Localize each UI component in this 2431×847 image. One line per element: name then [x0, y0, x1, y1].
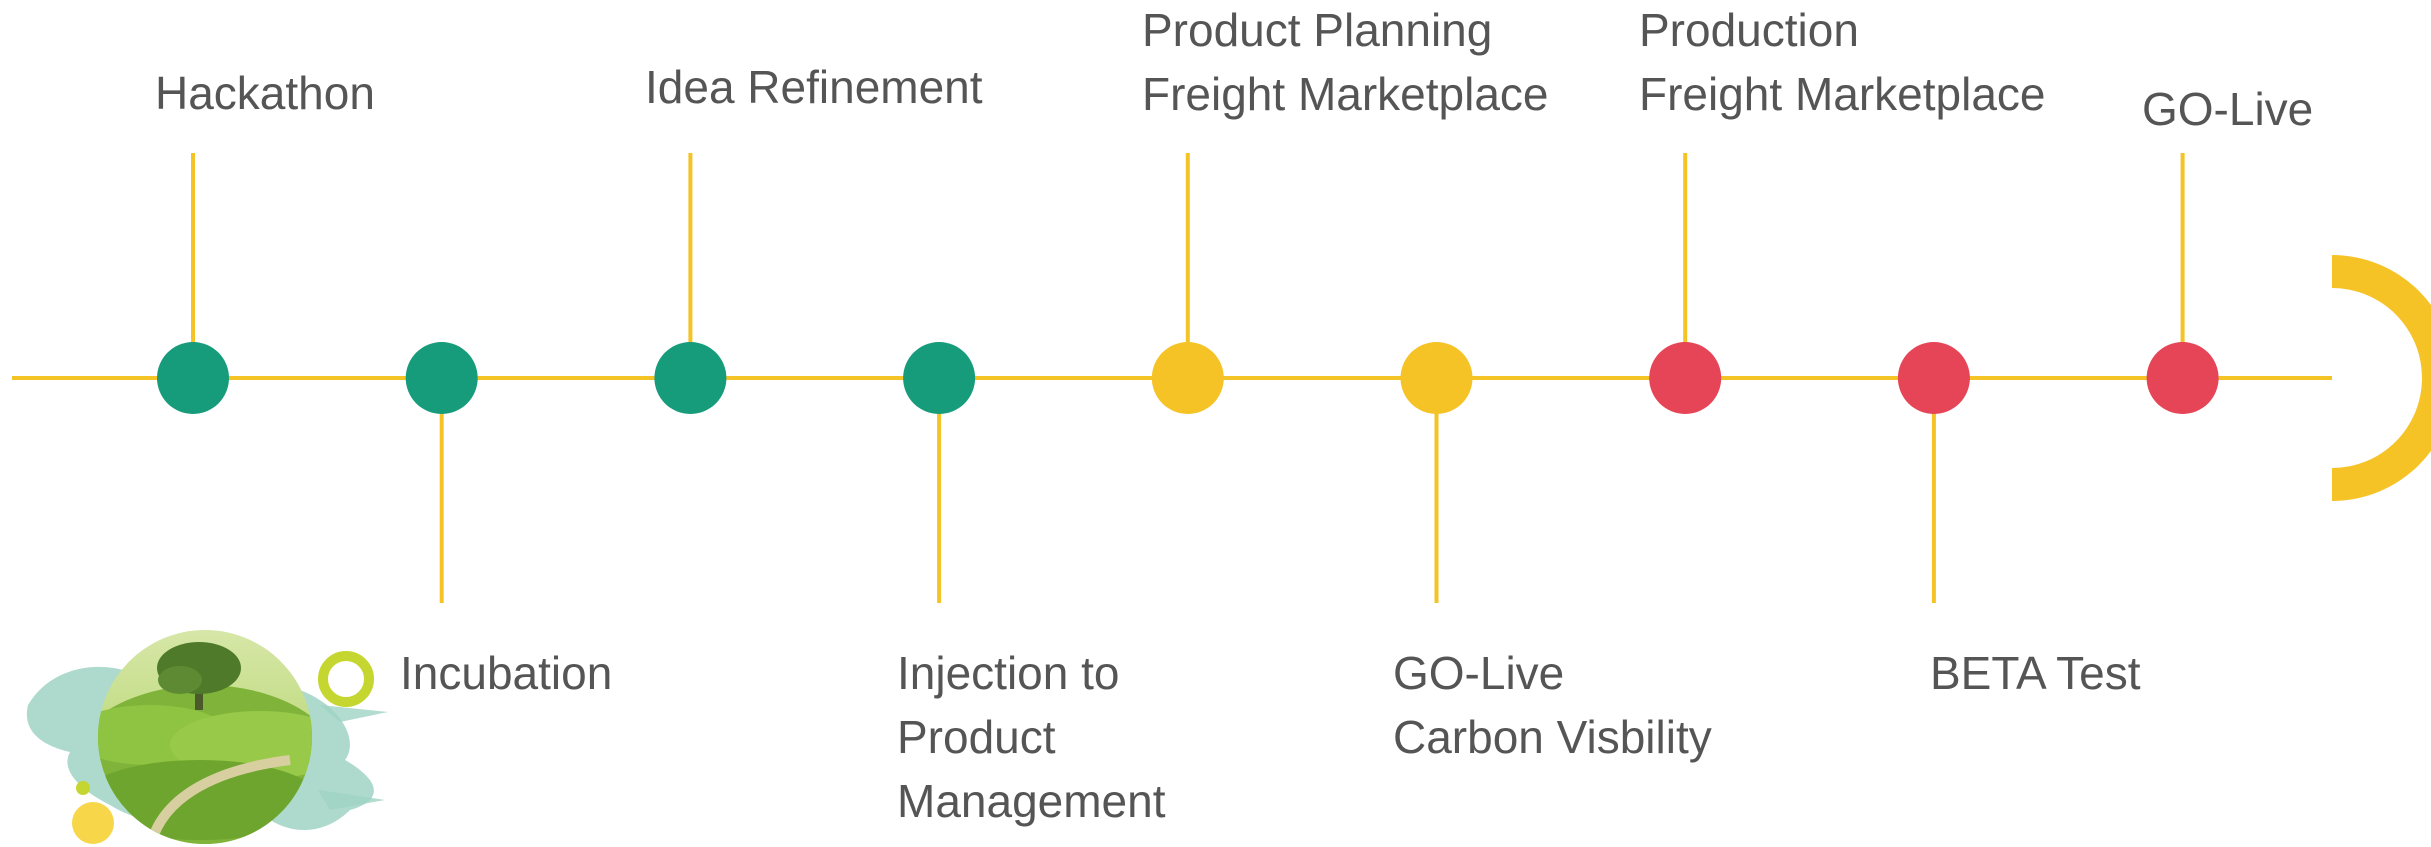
milestone-dot-beta-test [1897, 342, 1970, 414]
milestone-label-incubation: Incubation [400, 641, 612, 705]
milestone-label-line: Product [897, 711, 1056, 763]
small-dot-icon [76, 781, 90, 795]
milestone-label-beta-test: BETA Test [1930, 641, 2141, 705]
milestone-label-line: Incubation [400, 647, 613, 699]
milestone-label-line: Management [897, 775, 1166, 827]
milestone-label-line: Injection to [897, 647, 1120, 699]
milestone-label-line: BETA Test [1930, 647, 2141, 699]
milestone-dot-hackathon [157, 342, 229, 414]
milestone-dot-idea-refinement [654, 342, 727, 414]
milestone-label-hackathon: Hackathon [155, 61, 375, 125]
milestone-dots [157, 342, 2219, 414]
ring-icon [318, 651, 374, 707]
milestone-dot-incubation [405, 342, 478, 414]
milestone-label-golive: GO-Live [2142, 77, 2313, 141]
milestone-dot-injection [903, 342, 976, 414]
milestone-connectors [191, 153, 2185, 603]
decorative-photo-cluster [26, 630, 388, 844]
milestone-label-idea-refinement: Idea Refinement [645, 55, 983, 119]
milestone-label-line: Freight Marketplace [1639, 68, 2046, 120]
milestone-dot-production [1649, 342, 1722, 414]
milestone-dot-product-planning [1151, 342, 1224, 414]
milestone-label-line: Freight Marketplace [1142, 68, 1549, 120]
milestone-label-line: Carbon Visbility [1393, 711, 1712, 763]
milestone-label-line: Hackathon [155, 67, 375, 119]
milestone-label-line: Product Planning [1142, 4, 1493, 56]
milestone-label-line: Production [1639, 4, 1859, 56]
timeline-end-cap [2332, 255, 2431, 501]
milestone-label-line: GO-Live [2142, 83, 2314, 135]
milestone-dot-golive [2146, 342, 2219, 414]
milestone-label-line: Idea Refinement [645, 61, 983, 113]
yellow-dot-icon [72, 802, 114, 844]
milestone-dot-golive-carbon [1400, 342, 1473, 414]
milestone-label-line: GO-Live [1393, 647, 1565, 699]
